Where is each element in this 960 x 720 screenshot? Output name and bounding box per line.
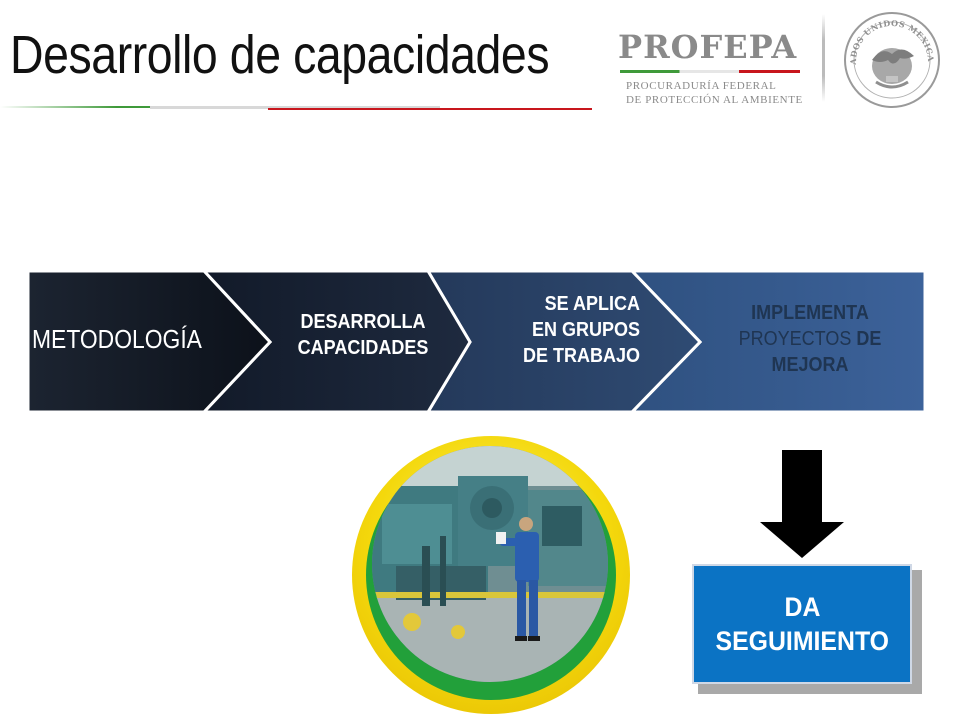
worker-machinery-photo — [372, 446, 608, 682]
title-rule-gray — [150, 106, 440, 109]
logo-line-2: DE PROTECCIÓN AL AMBIENTE — [626, 94, 803, 106]
chevron-1 — [26, 269, 273, 414]
logo-line-1: PROCURADURÍA FEDERAL — [626, 80, 777, 92]
step-4-label: IMPLEMENTA PROYECTOS DE MEJORA — [738, 302, 882, 376]
step-3-label: SE APLICA EN GRUPOS DE TRABAJO — [522, 293, 640, 367]
logo-separator — [822, 14, 825, 102]
logo-flag-bar — [620, 70, 800, 73]
title-rule-red — [268, 108, 592, 110]
step-2-label: DESARROLLA CAPACIDADES — [297, 311, 429, 359]
logo-wordmark: PROFEPA — [618, 28, 798, 66]
followup-box: DA SEGUIMIENTO — [692, 564, 912, 684]
step-1-label: METODOLOGÍA — [32, 324, 202, 354]
followup-line-2: SEGUIMIENTO — [715, 626, 889, 656]
slide-title: Desarrollo de capacidades — [10, 25, 550, 85]
profepa-logo: PROFEPA PROCURADURÍA FEDERAL DE PROTECCI… — [612, 22, 812, 112]
down-arrow-icon — [760, 450, 844, 558]
followup-line-1: DA — [784, 592, 820, 622]
national-seal-icon: ESTADOS UNIDOS MEXICANOS — [842, 10, 940, 108]
title-rule-green — [0, 106, 292, 108]
